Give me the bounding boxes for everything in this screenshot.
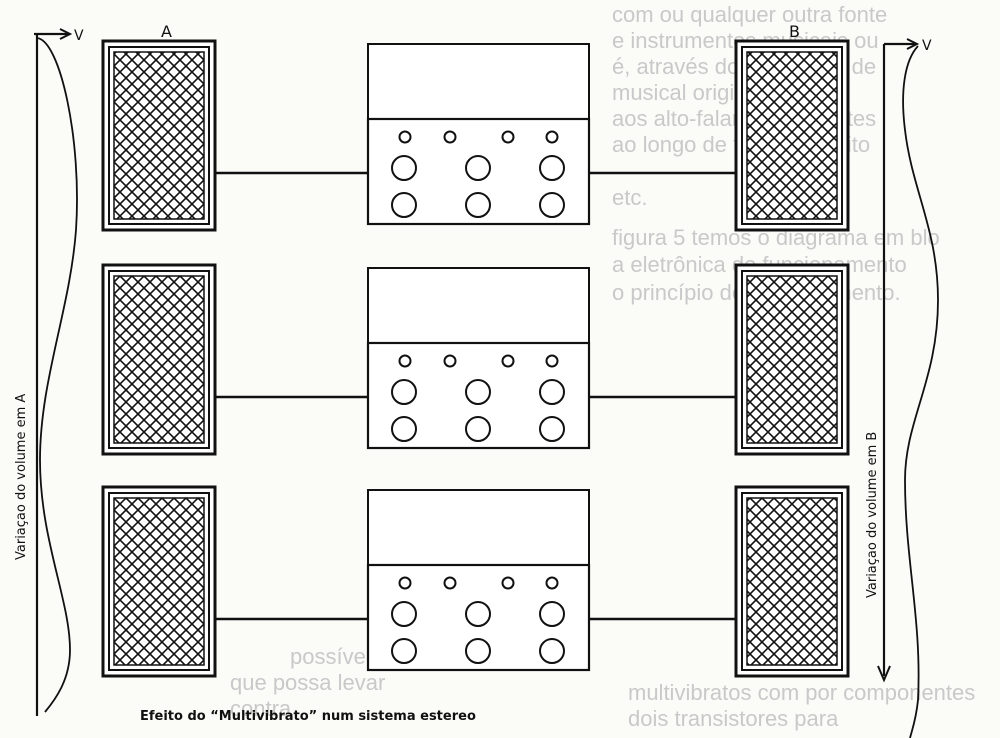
speaker-b — [734, 485, 850, 678]
control-knob — [391, 155, 417, 181]
axis-v-label: V — [74, 28, 84, 44]
amplifier-top-panel — [367, 489, 590, 566]
indicator-knob — [501, 354, 515, 368]
speaker-grille — [746, 51, 838, 220]
control-knob — [391, 601, 417, 627]
control-knob — [465, 638, 491, 664]
indicator-knob — [443, 576, 457, 590]
arrow-right-icon — [59, 28, 73, 40]
axis-v-label: V — [922, 38, 932, 54]
axis-caption-b: Variaçao do volume em B — [865, 432, 880, 598]
indicator-knob — [545, 130, 559, 144]
control-knob — [465, 379, 491, 405]
amplifier-top-panel — [367, 267, 590, 344]
indicator-knob — [545, 576, 559, 590]
indicator-knob — [501, 576, 515, 590]
control-knob — [539, 638, 565, 664]
control-knob — [391, 638, 417, 664]
control-knob — [465, 192, 491, 218]
speaker-grille — [113, 51, 205, 220]
volume-wave-a — [36, 37, 78, 713]
ghost-line: que possa levar — [230, 670, 385, 695]
control-knob — [391, 379, 417, 405]
ghost-line: com ou qualquer outra fonte — [612, 2, 887, 27]
control-knob — [539, 192, 565, 218]
arrow-right-icon — [906, 38, 920, 50]
axis-volume-a: V Variaçao do volume em A — [14, 28, 84, 716]
control-knob — [391, 416, 417, 442]
axis-caption-a: Variaçao do volume em A — [14, 394, 29, 560]
amplifier-control-panel — [366, 117, 591, 226]
speaker-b-label: B — [789, 22, 800, 41]
ghost-line: contra — [230, 696, 292, 721]
ghost-line: multivibratos com por componentes — [628, 680, 975, 705]
speaker-a — [101, 39, 217, 232]
speaker-a — [101, 263, 217, 456]
control-knob — [539, 155, 565, 181]
arrow-down-icon — [877, 665, 891, 683]
speaker-a-label: A — [161, 22, 172, 41]
indicator-knob — [443, 354, 457, 368]
figure-caption: Efeito do “Multivibrato” num sistema est… — [140, 709, 476, 724]
speaker-grille — [746, 275, 838, 444]
bleed-through-text: com ou qualquer outra fonte e instrument… — [230, 2, 975, 731]
speaker-grille — [113, 275, 205, 444]
control-knob — [465, 601, 491, 627]
control-knob — [465, 155, 491, 181]
axis-volume-b: V Variaçao do volume em B — [865, 38, 939, 738]
amplifier-control-panel — [366, 563, 591, 672]
stereo-rows — [101, 39, 850, 678]
control-knob — [539, 379, 565, 405]
control-knob — [465, 416, 491, 442]
control-knob — [539, 601, 565, 627]
indicator-knob — [501, 130, 515, 144]
row-2 — [101, 263, 850, 456]
indicator-knob — [443, 130, 457, 144]
ghost-line: dois transistores para — [628, 706, 839, 731]
speaker-b — [734, 39, 850, 232]
indicator-knob — [398, 354, 412, 368]
speaker-grille — [113, 497, 205, 666]
control-knob — [539, 416, 565, 442]
row-3 — [101, 485, 850, 678]
amplifier-top-panel — [367, 43, 590, 120]
ghost-line: etc. — [612, 185, 647, 210]
speaker-grille — [746, 497, 838, 666]
speaker-b — [734, 263, 850, 456]
row-1 — [101, 39, 850, 232]
indicator-knob — [545, 354, 559, 368]
indicator-knob — [398, 576, 412, 590]
control-knob — [391, 192, 417, 218]
indicator-knob — [398, 130, 412, 144]
volume-wave-b — [902, 45, 939, 738]
amplifier-control-panel — [366, 341, 591, 450]
speaker-a — [101, 485, 217, 678]
